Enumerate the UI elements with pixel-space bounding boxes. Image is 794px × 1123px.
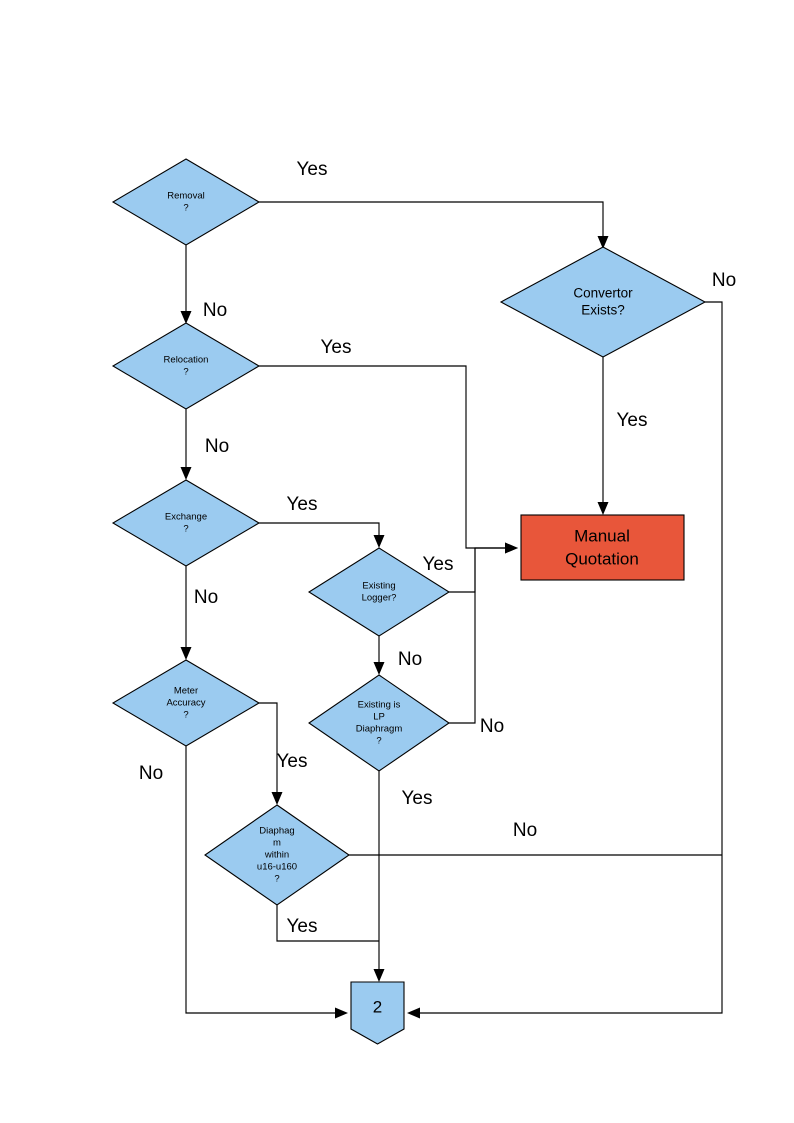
node-meter-accuracy[interactable]: Meter Accuracy ?: [111, 659, 261, 747]
node-diaphragm-within-range-line-3: u16-u160: [257, 862, 297, 873]
node-diaphragm-within-range-line-1: m: [273, 838, 281, 849]
edge-label-convertor-exists-yes: Yes: [617, 410, 648, 431]
node-existing-is-lp-diaphragm-line-2: Diaphragm: [356, 724, 403, 735]
node-existing-is-lp-diaphragm-line-1: LP: [373, 712, 385, 723]
edge-label-relocation-yes: Yes: [321, 337, 352, 358]
edge-meter-accuracy-no: [185, 746, 348, 1019]
node-diaphragm-within-range-line-2: within: [264, 850, 289, 861]
arrow-head-icon: [597, 236, 609, 249]
edge-label-lp-diaphragm-no: No: [480, 716, 504, 737]
decision-diamond[interactable]: [307, 547, 451, 637]
arrow-head-icon: [180, 647, 192, 660]
arrow-head-icon: [271, 792, 283, 805]
edge-existing-logger-no: [373, 636, 385, 675]
arrow-head-icon: [505, 542, 518, 554]
node-diaphragm-within-range-line-4: ?: [274, 874, 279, 885]
node-convertor-exists-line-0: Convertor: [573, 286, 633, 301]
edge-label-existing-logger-no: No: [398, 649, 422, 670]
arrow-head-icon: [180, 467, 192, 480]
edge-label-meter-accuracy-no: No: [139, 763, 163, 784]
node-offpage-connector-2[interactable]: 2: [350, 981, 405, 1045]
edge-labels-layer: Yes No Yes No Yes No Yes No Yes No No Ye…: [139, 159, 736, 937]
node-offpage-connector-2-label: 2: [373, 997, 382, 1016]
node-meter-accuracy-line-1: Accuracy: [166, 698, 205, 709]
node-meter-accuracy-line-2: ?: [183, 710, 188, 721]
node-relocation-line-0: Relocation: [164, 355, 209, 366]
node-existing-logger-line-1: Logger?: [362, 593, 397, 604]
arrow-head-icon: [335, 1007, 348, 1019]
node-relocation[interactable]: Relocation ?: [111, 322, 261, 410]
node-manual-quotation-line-1: Quotation: [565, 549, 639, 568]
decision-diamond[interactable]: [499, 246, 707, 358]
edge-label-meter-accuracy-yes: Yes: [277, 751, 308, 772]
arrow-head-icon: [597, 502, 609, 515]
edge-lp-diaphragm-no: [449, 548, 476, 724]
node-manual-quotation-line-0: Manual: [574, 526, 630, 545]
edges-layer: [180, 201, 723, 1019]
arrow-head-icon: [407, 1007, 420, 1019]
node-meter-accuracy-line-0: Meter: [174, 686, 198, 697]
node-removal[interactable]: Removal ?: [111, 158, 261, 246]
node-existing-is-lp-diaphragm[interactable]: Existing is LP Diaphragm ?: [308, 674, 450, 772]
node-diaphragm-within-range[interactable]: Diaphag m within u16-u160 ?: [204, 804, 350, 906]
node-relocation-line-1: ?: [183, 367, 188, 378]
node-removal-line-0: Removal: [167, 191, 205, 202]
node-exchange[interactable]: Exchange ?: [111, 479, 261, 567]
edge-label-lp-diaphragm-yes: Yes: [402, 788, 433, 809]
edge-label-convertor-exists-no: No: [712, 270, 736, 291]
node-exchange-line-0: Exchange: [165, 512, 207, 523]
edge-convertor-exists-yes: [597, 357, 609, 515]
node-removal-line-1: ?: [183, 203, 188, 214]
decision-diamond[interactable]: [111, 479, 261, 567]
decision-diamond[interactable]: [204, 804, 350, 906]
edge-label-existing-logger-yes: Yes: [423, 554, 454, 575]
edge-convertor-exists-no: [407, 301, 723, 1019]
edge-relocation-no: [180, 409, 192, 480]
nodes-layer: Removal ? Relocation ? Exchange ? Meter …: [111, 158, 707, 1045]
offpage-connector-shape[interactable]: [350, 981, 405, 1045]
edge-label-relocation-no: No: [205, 436, 229, 457]
edge-label-removal-no: No: [203, 300, 227, 321]
edge-meter-accuracy-yes: [259, 702, 283, 805]
edge-label-diaphragm-yes: Yes: [287, 916, 318, 937]
node-convertor-exists-line-1: Exists?: [581, 303, 625, 318]
process-box[interactable]: [520, 514, 685, 581]
node-existing-logger-line-0: Existing: [362, 581, 395, 592]
edge-exchange-yes: [259, 522, 385, 548]
edge-removal-yes: [259, 201, 609, 249]
edge-label-removal-yes: Yes: [297, 159, 328, 180]
node-existing-is-lp-diaphragm-line-3: ?: [376, 736, 381, 747]
decision-diamond[interactable]: [111, 322, 261, 410]
arrow-head-icon: [373, 969, 385, 982]
node-convertor-exists[interactable]: Convertor Exists?: [499, 246, 707, 358]
node-existing-is-lp-diaphragm-line-0: Existing is: [358, 700, 401, 711]
edge-removal-no: [180, 245, 192, 324]
edge-diaphragm-yes: [276, 905, 379, 942]
edge-label-diaphragm-no: No: [513, 820, 537, 841]
edge-exchange-no: [180, 566, 192, 660]
node-manual-quotation[interactable]: Manual Quotation: [520, 514, 685, 581]
decision-diamond[interactable]: [111, 158, 261, 246]
decision-diamond[interactable]: [111, 659, 261, 747]
edge-label-exchange-yes: Yes: [287, 494, 318, 515]
edge-label-exchange-no: No: [194, 587, 218, 608]
decision-diamond[interactable]: [308, 674, 450, 772]
node-diaphragm-within-range-line-0: Diaphag: [259, 826, 294, 837]
node-exchange-line-1: ?: [183, 524, 188, 535]
edge-relocation-yes: [259, 365, 518, 554]
arrow-head-icon: [373, 535, 385, 548]
arrow-head-icon: [180, 311, 192, 324]
edge-existing-logger-yes: [449, 542, 518, 593]
edge-lp-diaphragm-yes: [373, 771, 385, 982]
node-existing-logger[interactable]: Existing Logger?: [307, 547, 451, 637]
arrow-head-icon: [373, 662, 385, 675]
